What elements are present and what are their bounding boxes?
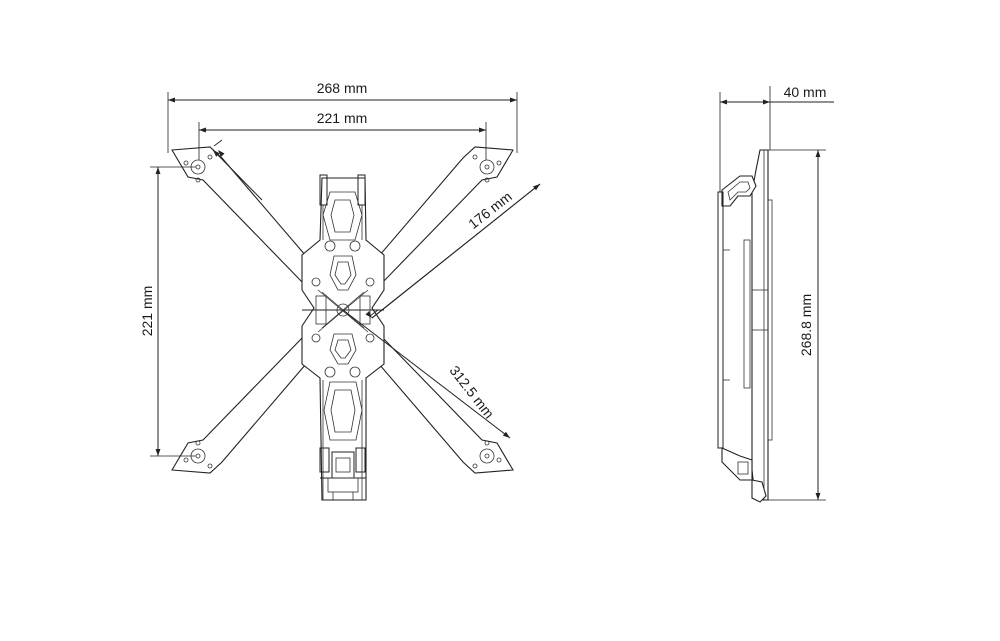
dim-top-width: 268 mm	[167, 80, 518, 153]
arm-rear-left	[171, 335, 319, 474]
dim-inner-width-label: 221 mm	[317, 110, 368, 126]
dim-top-width-label: 268 mm	[317, 80, 368, 96]
dim-inner-width: 221 mm	[198, 110, 487, 160]
arm-front-left	[171, 146, 319, 285]
side-view: 40 mm 268.8 mm	[717, 84, 834, 503]
dim-left-height-label: 221 mm	[139, 286, 155, 337]
top-view: 268 mm 221 mm 221 mm 176 mm	[139, 80, 541, 501]
dim-side-height: 268.8 mm	[766, 149, 826, 501]
center-body	[301, 174, 385, 501]
dim-left-height: 221 mm	[139, 166, 196, 457]
dim-side-thickness: 40 mm	[719, 84, 834, 192]
dim-side-height-label: 268.8 mm	[798, 294, 814, 356]
dim-side-thickness-label: 40 mm	[784, 84, 827, 100]
